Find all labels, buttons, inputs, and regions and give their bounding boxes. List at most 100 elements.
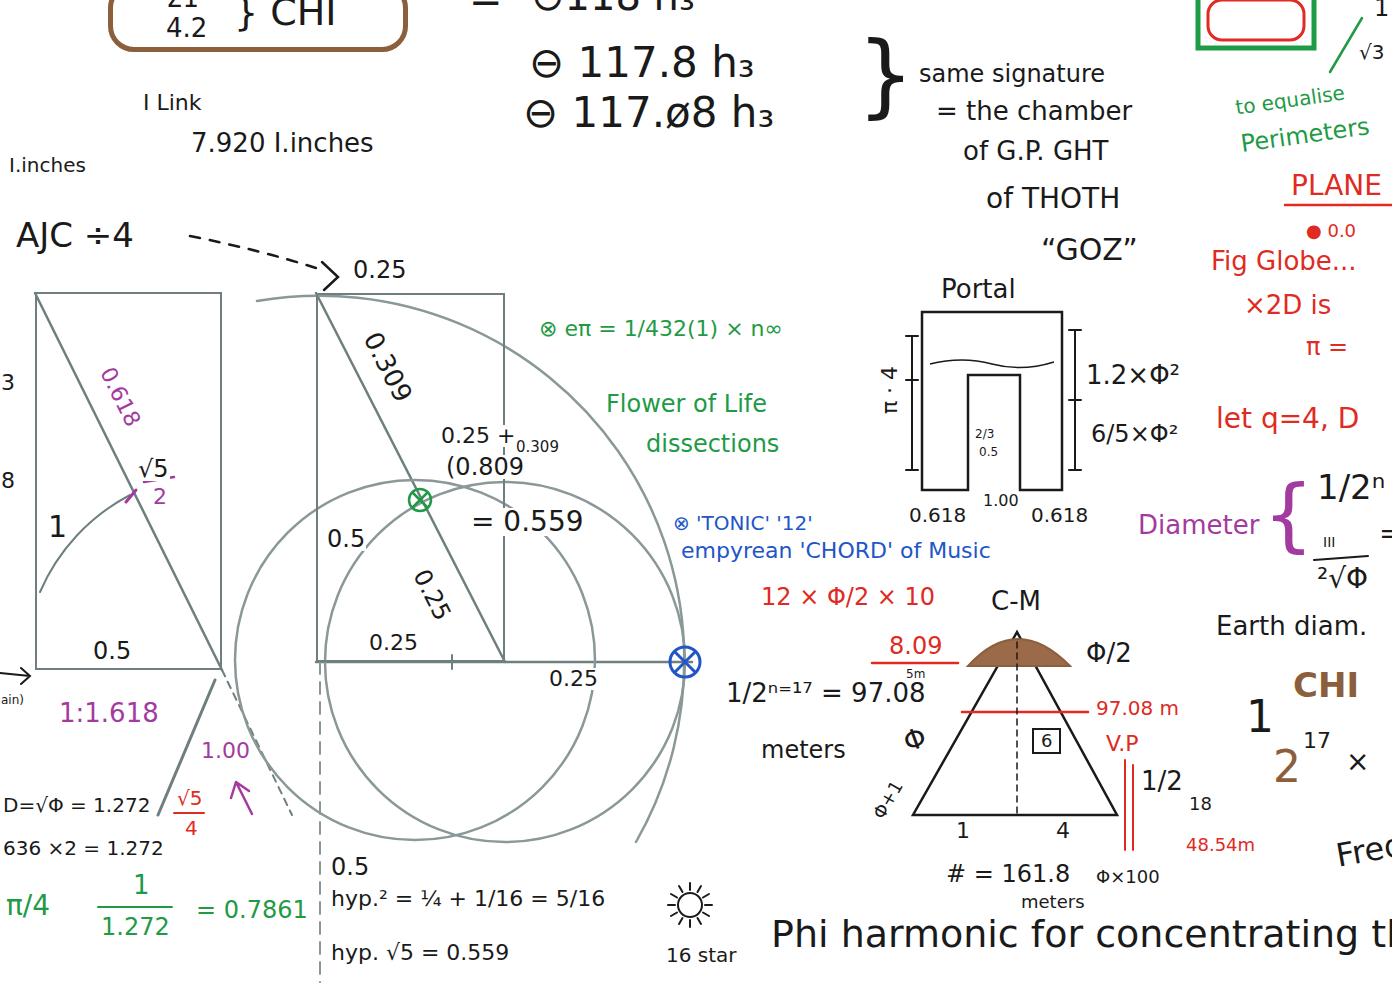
sun-disc: [678, 893, 702, 917]
handwritten-note: dissections: [645, 432, 780, 456]
underline: [1285, 204, 1392, 207]
handwritten-note: Perimeters: [1238, 114, 1372, 156]
sun-icon: [668, 883, 712, 927]
handwritten-note: 636 ×2 = 1.272: [2, 838, 165, 858]
construction-circle: [325, 482, 685, 842]
handwritten-note: ⊗ eπ = 1/432(1) × n∞: [538, 318, 784, 340]
handwritten-note: Flower of Life: [605, 392, 768, 416]
handwritten-note: Diameter: [1137, 512, 1260, 538]
portal-outline: Portal2/30.5: [922, 312, 1062, 490]
dashed-axis: [319, 662, 321, 983]
intersection-mark: [409, 489, 431, 511]
dimension-line: [906, 336, 918, 470]
handwritten-note: = 0.7861: [195, 898, 309, 922]
handwritten-note: 18: [1188, 795, 1213, 813]
handwritten-note: 1:1.618: [58, 700, 160, 726]
handwritten-note: ⊖ 117.ø8 h₃: [522, 92, 775, 134]
dimension-line: [1069, 330, 1081, 470]
handwritten-note: 0.25: [548, 668, 599, 690]
scale-bar: [1124, 760, 1126, 850]
handwritten-note: 1/2ⁿ: [1316, 470, 1386, 504]
portal-frame: [922, 312, 1062, 490]
handwritten-note: Φ×100: [1095, 868, 1161, 886]
handwritten-note: same signature: [918, 62, 1106, 86]
handwritten-note: 1.00: [982, 493, 1020, 509]
handwritten-note: π · 4: [879, 365, 901, 415]
handwritten-note: I Link: [142, 92, 203, 114]
handwritten-note: Φ: [899, 723, 931, 758]
handwritten-note: √3: [1358, 42, 1385, 62]
handwritten-note: 1/2: [1140, 768, 1184, 794]
handwritten-note: 17: [1302, 730, 1332, 752]
handwritten-note: ● 0.0: [1305, 222, 1357, 240]
tick-mark: [451, 655, 453, 669]
handwritten-note: Fig Globe...: [1210, 248, 1358, 274]
handwritten-note: √5: [176, 788, 203, 808]
handwritten-note: AJC ÷4: [15, 218, 135, 252]
handwritten-note: 0.618: [1030, 505, 1089, 525]
handwritten-note: π =: [1305, 335, 1349, 359]
handwritten-note: 1: [1373, 0, 1390, 20]
handwritten-note: of G.P. GHT: [962, 138, 1109, 164]
fraction-bar: [98, 906, 172, 908]
shape-text: 0.5: [92, 639, 132, 663]
capstone: [968, 639, 1070, 666]
handwritten-note: = 0.559: [470, 508, 585, 536]
handwritten-note: meters: [1020, 893, 1086, 911]
handwritten-note: PLANE: [1290, 172, 1383, 200]
shape-text: 0.618: [96, 363, 145, 431]
handwritten-note: ²√Φ: [1316, 565, 1369, 593]
handwritten-note: 1.2×Φ²: [1085, 362, 1181, 388]
golden-rectangle: 0.618√5210.5: [35, 292, 222, 670]
shape-text: √5: [137, 457, 170, 481]
handwritten-note: hyp.² = ¼ + 1/16 = 5/16: [330, 888, 606, 910]
handwritten-note: ×2D is: [1243, 292, 1332, 318]
handwritten-note: 0.25: [352, 258, 407, 282]
handwritten-note: 1: [1245, 695, 1275, 739]
height-line: [962, 711, 1088, 714]
handwritten-note: 48.54m: [1185, 836, 1256, 854]
arc-tick: [126, 490, 136, 502]
handwritten-note: =: [468, 0, 504, 18]
golden-diagonal: [35, 293, 222, 670]
handwritten-note: ⊖118 h₃: [530, 0, 696, 16]
shape-text: 1: [47, 512, 68, 542]
shape-text: 6: [1040, 732, 1053, 750]
handwritten-note: 1: [955, 820, 971, 842]
handwritten-note: # = 161.8: [945, 862, 1071, 886]
handwritten-note: }: [856, 30, 915, 120]
handwritten-note: (0.809: [445, 455, 525, 479]
handwritten-note: 7.920 I.inches: [190, 130, 375, 156]
handwritten-note: ⊖ 117.8 h₃: [528, 42, 756, 84]
handwritten-note: 0.5: [330, 855, 370, 879]
handwritten-note: D=√Φ = 1.272: [2, 795, 151, 815]
underline: [872, 662, 958, 665]
handwritten-note: let q=4, D: [1215, 405, 1360, 433]
shape-text: 0.25: [409, 565, 456, 625]
handwritten-note: C-M: [990, 588, 1042, 614]
handwritten-note: 1.00: [200, 740, 251, 762]
edge-arrow: [0, 668, 30, 684]
handwritten-note: 4: [1055, 820, 1071, 842]
handwritten-note: 8: [0, 470, 16, 492]
handwritten-note: = the chamber: [935, 98, 1133, 124]
shape-text: } CHI: [233, 0, 338, 31]
handwritten-note: meters: [760, 738, 847, 762]
fraction-bar: [1314, 556, 1368, 560]
boxed-heading: Σ14.2} CHI: [108, 0, 408, 52]
handwritten-note: 3: [0, 372, 16, 394]
handwritten-note: π/4: [5, 892, 51, 920]
handwritten-note: ×: [1345, 748, 1370, 776]
handwritten-note: empyrean 'CHORD' of Music: [680, 540, 992, 562]
intersection-cross: [413, 493, 427, 507]
handwritten-note: Earth diam.: [1215, 613, 1368, 639]
fraction-bar: [174, 812, 204, 814]
handwritten-note: ain): [0, 694, 25, 706]
green-square: [1198, 0, 1314, 48]
shape-text: 0.5: [326, 527, 366, 551]
handwritten-note: Φ+1: [870, 777, 907, 823]
handwritten-note: 12 × Φ/2 × 10: [760, 585, 936, 609]
number-box: 6: [1032, 728, 1061, 754]
shape-text: Σ1: [165, 0, 200, 11]
